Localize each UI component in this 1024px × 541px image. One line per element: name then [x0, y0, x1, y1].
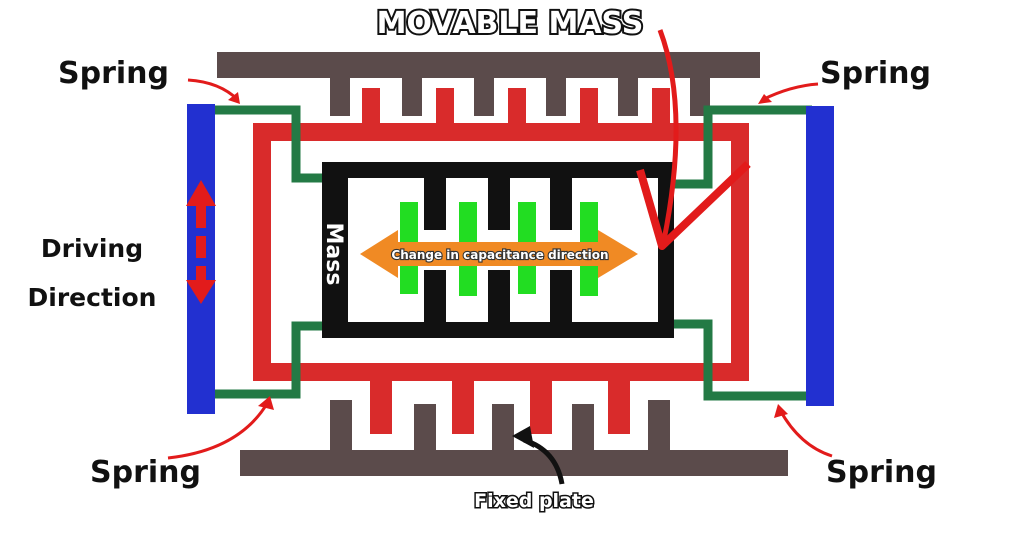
springs	[215, 105, 812, 401]
spring-arrowheads	[228, 92, 788, 418]
spring-bottom-left	[215, 321, 325, 399]
bottom-fixed-plate	[240, 400, 788, 476]
arrow-spring-top-left	[187, 78, 240, 102]
spring-label-bottom-right: Spring	[826, 455, 937, 490]
driving-label-line1: Driving	[41, 234, 143, 263]
movable-mass-title: MOVABLE MASS	[377, 6, 644, 41]
fixed-plate-arrow	[512, 426, 565, 485]
right-anchor	[806, 106, 834, 406]
movable-mass-arrow	[636, 29, 751, 250]
driving-label-line2: Direction	[28, 283, 157, 312]
spring-label-top-right: Spring	[820, 56, 931, 91]
spring-label-bottom-left: Spring	[90, 455, 201, 490]
movable-frame	[253, 88, 749, 434]
capacitance-arrow	[360, 230, 638, 278]
spring-top-left	[215, 105, 325, 183]
fixed-plate-label: Fixed plate	[474, 490, 594, 512]
spring-bottom-right	[673, 319, 812, 401]
mass-block	[322, 162, 674, 338]
arrow-spring-bottom-right	[778, 409, 833, 458]
mass-label: Mass	[321, 223, 346, 286]
arrow-spring-bottom-left	[167, 401, 270, 460]
left-anchor	[187, 104, 215, 414]
spring-label-top-left: Spring	[58, 56, 169, 91]
arrow-spring-top-right	[761, 82, 819, 102]
driving-direction-arrow	[186, 180, 216, 304]
spring-top-right	[673, 105, 812, 189]
capacitance-label: Change in capacitance direction	[391, 248, 608, 262]
